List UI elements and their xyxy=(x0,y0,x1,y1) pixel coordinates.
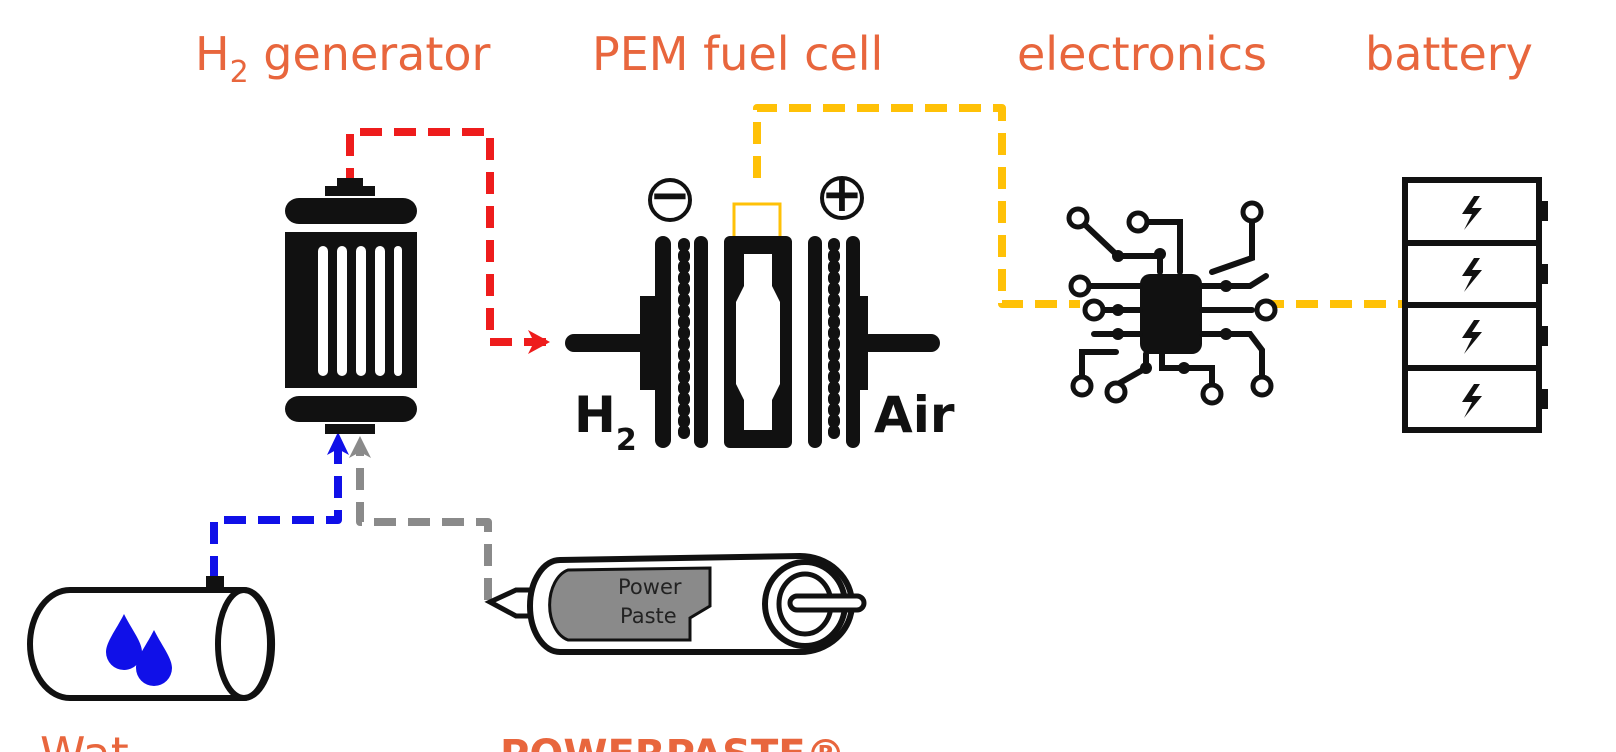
electric-line-cell-to-chip xyxy=(753,104,1080,308)
water-arrow-icon xyxy=(327,432,349,455)
label-electronics: electronics xyxy=(1017,27,1267,81)
fuel-cell-minus: − xyxy=(649,166,691,224)
cartridge-label-line2: Paste xyxy=(620,604,677,628)
paste-cartridge-icon: Power Paste xyxy=(484,552,867,655)
label-h2-generator: H2 generator xyxy=(195,27,491,90)
fuel-cell-outlet-label: Air xyxy=(874,386,955,444)
label-powerpaste: POWERPASTE® xyxy=(500,732,846,752)
label-battery: battery xyxy=(1365,27,1533,81)
battery-icon xyxy=(1402,177,1548,433)
cartridge-label-line1: Power xyxy=(618,575,682,599)
fuel-cell-inlet-label: H2 xyxy=(574,386,637,458)
water-line xyxy=(210,448,342,578)
label-h2-generator-sub: 2 xyxy=(230,55,249,90)
paste-line xyxy=(356,448,492,600)
hydrogen-arrow-icon xyxy=(528,330,550,354)
hydrogen-line xyxy=(346,128,548,346)
reactor-icon xyxy=(285,178,417,434)
fuel-cell-plus: + xyxy=(821,165,863,223)
water-drops-icon xyxy=(106,614,172,686)
label-h2-generator-suffix: generator xyxy=(249,27,491,81)
paste-arrow-icon xyxy=(349,436,371,458)
label-pem-fuel-cell: PEM fuel cell xyxy=(592,27,883,81)
label-water: Wat xyxy=(40,727,129,752)
tank-icon xyxy=(27,576,276,701)
label-h2-generator-prefix: H xyxy=(195,27,230,81)
fuel-cell-terminal xyxy=(732,202,782,236)
chip-icon xyxy=(1066,200,1278,406)
fuel-cell-inlet-h: H xyxy=(574,386,616,444)
fuel-cell-inlet-sub: 2 xyxy=(616,423,637,458)
fuel-cell-icon: − + H2 Air xyxy=(565,165,955,458)
